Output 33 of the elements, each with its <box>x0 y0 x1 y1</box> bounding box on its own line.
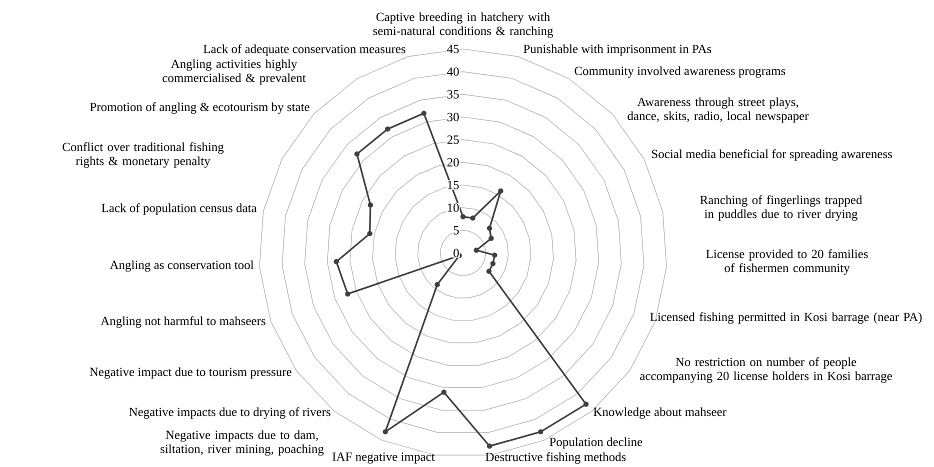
axis-label: Conflict over traditional fishing rights & monetary penalty <box>62 142 224 168</box>
tick-label: 5 <box>452 226 460 235</box>
axis-label: Ranching of fingerlings trapped in puddles due to river drying <box>700 195 862 221</box>
axis-label: Promotion of angling & ecotourism by state <box>90 102 310 114</box>
tick-label: 35 <box>446 90 460 100</box>
tick-label: 10 <box>446 202 460 212</box>
axis-label: No restriction on number of people accompanying 20 license holders in Kosi barrage <box>640 357 892 383</box>
axis-label: Population decline <box>550 437 642 449</box>
axis-label: Community involved awareness programs <box>574 66 786 78</box>
axis-label: Lack of adequate conservation measures <box>203 44 406 56</box>
axis-label: Angling activities highly commercialised & prevalent <box>162 59 306 85</box>
axis-label: Social media beneficial for spreading awareness <box>652 149 892 161</box>
tick-label: 30 <box>446 112 460 122</box>
axis-label: Captive breeding in hatchery with semi-natural conditions & ranching <box>373 12 554 38</box>
axis-label: Angling as conservation tool <box>110 260 254 272</box>
axis-label: Negative impacts due to dam, siltation, river mining, poaching <box>160 430 324 456</box>
axis-label: Negative impacts due to drying of rivers <box>129 407 330 419</box>
axis-label: IAF negative impact <box>332 452 435 464</box>
axis-label: License provided to 20 families of fishermen community <box>706 249 868 275</box>
axis-label: Lack of population census data <box>102 203 257 215</box>
tick-label: 15 <box>446 180 460 190</box>
axis-label: Licensed fishing permitted in Kosi barrage (near PA) <box>650 312 922 324</box>
tick-label: 20 <box>446 158 460 168</box>
axis-label: Angling not harmful to mahseers <box>100 316 266 328</box>
axis-label: Knowledge about mahseer <box>594 407 726 419</box>
axis-label: Destructive fishing methods <box>486 452 626 464</box>
tick-label: 25 <box>446 134 460 144</box>
tick-label: 0 <box>452 248 460 258</box>
axis-label: Negative impact due to tourism pressure <box>90 367 292 379</box>
tick-label: 45 <box>446 44 460 54</box>
tick-label: 40 <box>446 66 460 76</box>
axis-label: Punishable with imprisonment in PAs <box>524 44 712 56</box>
axis-label: Awareness through street plays, dance, skits, radio, local newspaper <box>628 97 809 123</box>
